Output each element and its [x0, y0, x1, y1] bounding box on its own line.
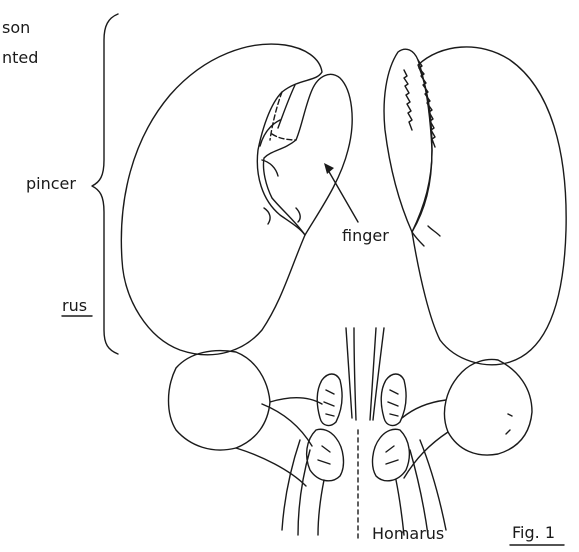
- pincer-label: pincer: [26, 176, 76, 192]
- right-carpus: [444, 360, 532, 456]
- right-arm: [402, 400, 448, 478]
- finger-label: finger: [342, 228, 389, 244]
- right-claw-serration-inner: [404, 70, 412, 130]
- left-carpus: [169, 351, 271, 450]
- cut-label-son: son: [2, 20, 30, 36]
- right-claw-outline: [412, 47, 566, 365]
- left-appendage: [317, 374, 342, 425]
- right-claw-notch: [412, 226, 440, 246]
- left-mouthpart: [307, 429, 344, 481]
- pincer-brace: [92, 14, 118, 354]
- finger-arrow: [328, 170, 358, 222]
- right-appendage: [381, 374, 406, 425]
- figure-number-label: Fig. 1: [512, 525, 555, 541]
- antennae: [346, 328, 384, 420]
- right-mouthpart: [373, 429, 410, 481]
- cut-label-rus: rus: [62, 298, 87, 314]
- left-claw-teeth: [260, 85, 300, 224]
- right-carpus-marks: [506, 414, 512, 434]
- species-label: Homarus: [372, 526, 444, 542]
- cut-label-nted: nted: [2, 50, 38, 66]
- right-claw-finger: [384, 49, 432, 232]
